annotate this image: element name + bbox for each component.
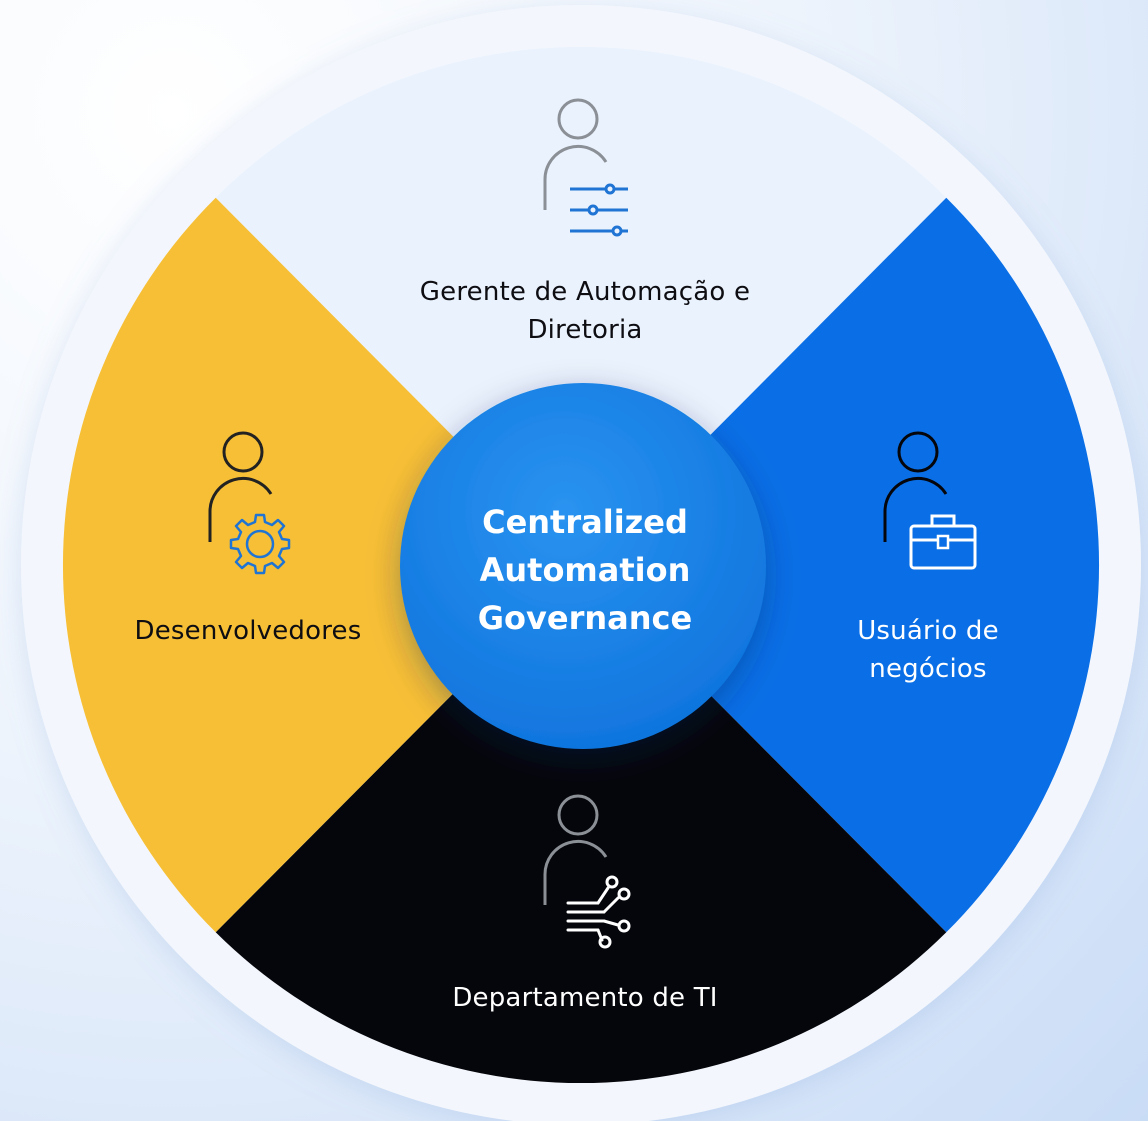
segment-right-label: Usuário de negócios — [857, 616, 999, 684]
segment-bottom — [215, 565, 947, 1084]
center-circle — [400, 383, 766, 749]
person-briefcase-icon — [883, 431, 977, 570]
segment-top-label: Gerente de Automação e Diretoria — [419, 277, 751, 345]
center-title: Centralized Automation Governance — [477, 503, 693, 637]
person-gear-icon — [208, 431, 291, 575]
segment-left-label: Desenvolvedores — [134, 616, 362, 646]
segment-bottom-label: Departamento de TI — [452, 983, 718, 1013]
segment-left — [62, 197, 581, 933]
person-sliders-icon — [543, 98, 628, 237]
segment-right — [581, 197, 1100, 933]
person-circuit-icon — [543, 794, 631, 949]
segment-top — [215, 46, 947, 566]
